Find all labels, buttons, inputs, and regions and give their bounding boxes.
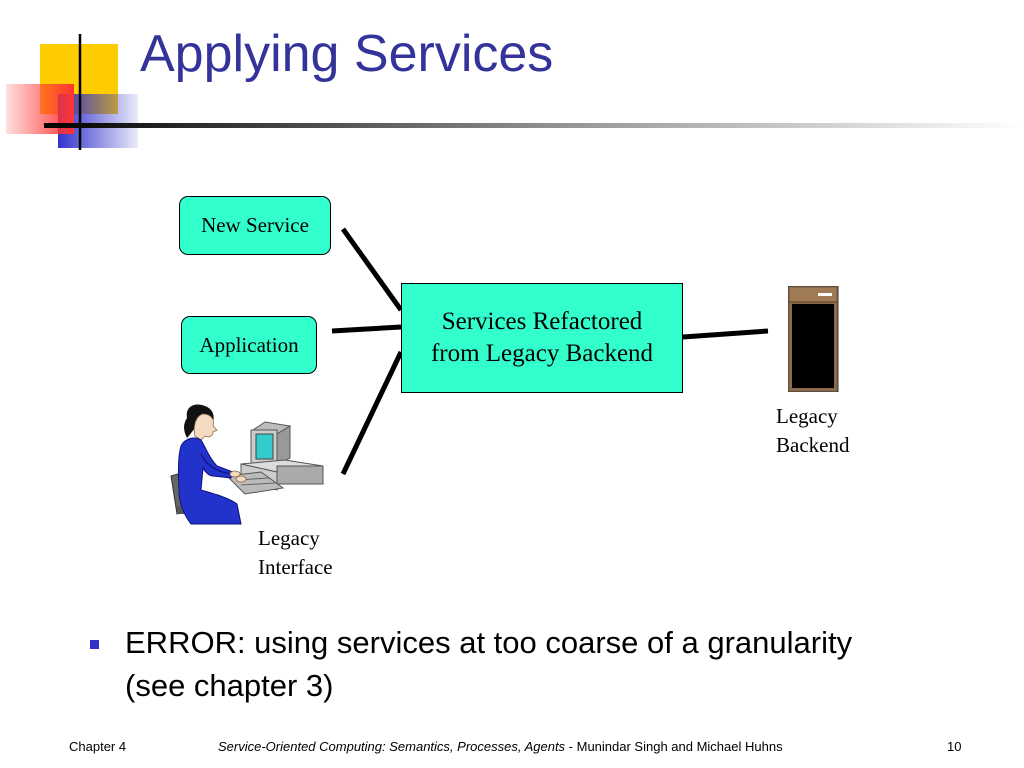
legacy-interface-line1: Legacy — [258, 526, 320, 550]
footer-citation: Service-Oriented Computing: Semantics, P… — [218, 739, 783, 754]
new-service-label: New Service — [201, 213, 309, 237]
diagram-connectors — [331, 227, 769, 476]
central-label-line2: from Legacy Backend — [430, 340, 654, 367]
title-decoration — [6, 34, 1024, 150]
legacy-backend-line2: Backend — [776, 433, 850, 458]
connector-new-service — [340, 227, 404, 312]
new-service-box: New Service — [179, 196, 331, 255]
footer-page-number: 10 — [947, 739, 962, 754]
bullet-text: ERROR: using services at too coarse of a… — [125, 622, 945, 708]
services-refactored-box: Services Refactored from Legacy Backend — [401, 283, 683, 393]
title-rule — [44, 123, 1024, 128]
central-label-line1: Services Refactored — [441, 307, 643, 335]
legacy-interface-label: Legacy Interface — [258, 524, 333, 583]
footer-chapter: Chapter 4 — [69, 739, 127, 754]
application-label: Application — [199, 332, 299, 357]
footer-authors: - Munindar Singh and Michael Huhns — [565, 739, 783, 754]
page-title: Applying Services — [140, 25, 554, 83]
legacy-interface-line2: Interface — [258, 555, 333, 580]
bullet-line1: ERROR: using services at too coarse of a… — [125, 625, 853, 660]
connector-legacy-backend — [682, 328, 769, 340]
bullet-line2: (see chapter 3) — [125, 667, 334, 703]
legacy-backend-line1: Legacy — [776, 404, 838, 428]
connector-application — [331, 324, 402, 334]
bullet-marker — [90, 640, 99, 649]
person-at-computer-icon — [170, 404, 324, 525]
server-tower-icon — [788, 286, 839, 392]
connector-legacy-interface — [340, 350, 404, 476]
application-box: Application — [181, 316, 317, 374]
footer-book-title: Service-Oriented Computing: Semantics, P… — [218, 739, 566, 754]
legacy-backend-label: Legacy Backend — [776, 402, 849, 461]
